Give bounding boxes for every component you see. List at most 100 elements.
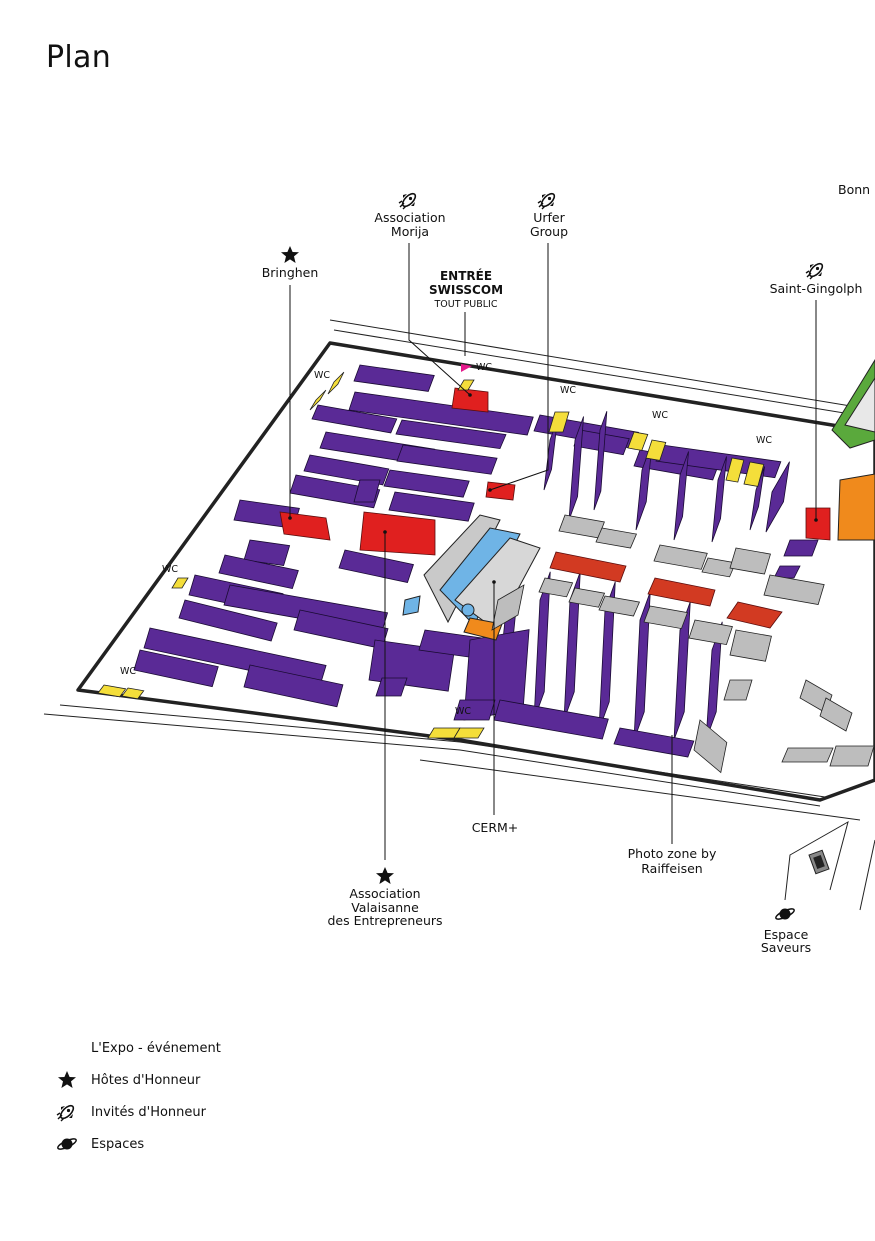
service-block (829, 745, 875, 767)
green-zone-inner (844, 377, 875, 433)
wc-label: WC (652, 410, 668, 421)
label-ave-line1: Association (349, 886, 420, 901)
stand-row (593, 411, 608, 511)
stand-row (613, 727, 695, 758)
service-block (538, 577, 574, 598)
wc-label: WC (314, 370, 330, 381)
label-saveurs-line1: Espace (764, 927, 809, 942)
service-block (781, 747, 834, 763)
stand-row (765, 461, 790, 533)
stand-row (383, 469, 470, 498)
service-block (598, 595, 641, 617)
wc-block (645, 439, 667, 461)
legend-label: Invités d'Honneur (91, 1104, 206, 1120)
stand-row (311, 404, 398, 434)
stand-row (563, 571, 581, 721)
label-ave-line3: des Entrepreneurs (327, 913, 442, 928)
wc-block (548, 411, 570, 433)
legend-item: Hôtes d'Honneur (56, 1064, 221, 1096)
stand-row (453, 699, 496, 721)
entrance-line2: SWISSCOM (429, 283, 503, 297)
service-block (643, 605, 688, 630)
page-title: Plan (46, 40, 112, 75)
label-saveurs-line2: Saveurs (761, 940, 811, 955)
rocket-icon (537, 190, 558, 210)
rust-stands (549, 551, 783, 629)
stand-row (353, 364, 435, 392)
service-block (693, 719, 728, 774)
label-cerm: CERM+ (472, 820, 519, 835)
service-block (819, 697, 853, 732)
stand-row (568, 416, 584, 521)
label-morija-line1: Association (374, 210, 445, 225)
callout-dots (288, 393, 818, 584)
stand-row (396, 444, 498, 475)
label-bringhen: Bringhen (262, 265, 319, 280)
stand-row (395, 419, 507, 450)
stand-row (243, 539, 291, 567)
rocket-icon (56, 1101, 78, 1123)
star-icon (376, 867, 394, 884)
stand-row (178, 599, 278, 642)
legend: L'Expo - événement Hôtes d'Honneur Invit… (56, 1032, 221, 1160)
cerm-hall (402, 514, 541, 641)
service-block (729, 547, 771, 575)
label-bonn: Bonn (838, 182, 870, 197)
stand-row (388, 491, 475, 522)
stand-row (749, 466, 765, 531)
legend-item: Invités d'Honneur (56, 1096, 221, 1128)
wc-block (327, 371, 345, 395)
service-block (763, 574, 825, 606)
stand-row (673, 601, 691, 741)
honor-stands (279, 387, 831, 556)
wc-label: WC (162, 564, 178, 575)
legend-label: L'Expo - événement (91, 1040, 221, 1056)
entrance-line1: ENTRÉE (440, 268, 492, 283)
stand-row (493, 699, 609, 740)
wc-block (171, 577, 189, 589)
moon-icon (56, 1037, 78, 1059)
wc-label: WC (455, 706, 471, 717)
legend-label: Hôtes d'Honneur (91, 1072, 201, 1088)
stand-row (598, 581, 616, 731)
service-block (729, 629, 772, 662)
wc-block (309, 389, 327, 411)
wc-block (725, 457, 745, 483)
stand-row (783, 539, 819, 557)
rocket-icon (398, 190, 419, 210)
planet-icon (773, 906, 797, 922)
stand-row (303, 454, 390, 486)
service-blocks (491, 514, 875, 774)
service-block (568, 587, 606, 608)
service-block (595, 527, 638, 549)
wc-label: WC (756, 435, 772, 446)
wc-label: WC (560, 385, 576, 396)
wc-block (743, 461, 765, 487)
legend-label: Espaces (91, 1136, 145, 1152)
star-icon (281, 246, 299, 263)
label-photo-line1: Photo zone by (628, 846, 717, 861)
wc-label: WC (476, 362, 492, 373)
label-urfer-line2: Group (530, 224, 568, 239)
legend-item: Espaces (56, 1128, 221, 1160)
rocket-icon (805, 260, 826, 280)
service-block (723, 679, 753, 701)
stand-row (243, 664, 344, 708)
star-icon (56, 1069, 78, 1091)
label-saint-gingolph: Saint-Gingolph (770, 281, 863, 296)
planet-icon (56, 1133, 78, 1155)
wc-block (97, 684, 127, 698)
stand-row (133, 649, 219, 688)
label-urfer-line1: Urfer (533, 210, 565, 225)
wc-block (627, 431, 649, 451)
wc-block (453, 727, 485, 739)
stand-row (773, 565, 801, 579)
stand-row (673, 451, 689, 541)
label-ave-line2: Valaisanne (351, 900, 419, 915)
service-block (701, 557, 737, 578)
stand-row (711, 456, 727, 543)
entrance-line3: TOUT PUBLIC (434, 299, 498, 310)
legend-item: L'Expo - événement (56, 1032, 221, 1064)
wc-block (121, 687, 145, 700)
